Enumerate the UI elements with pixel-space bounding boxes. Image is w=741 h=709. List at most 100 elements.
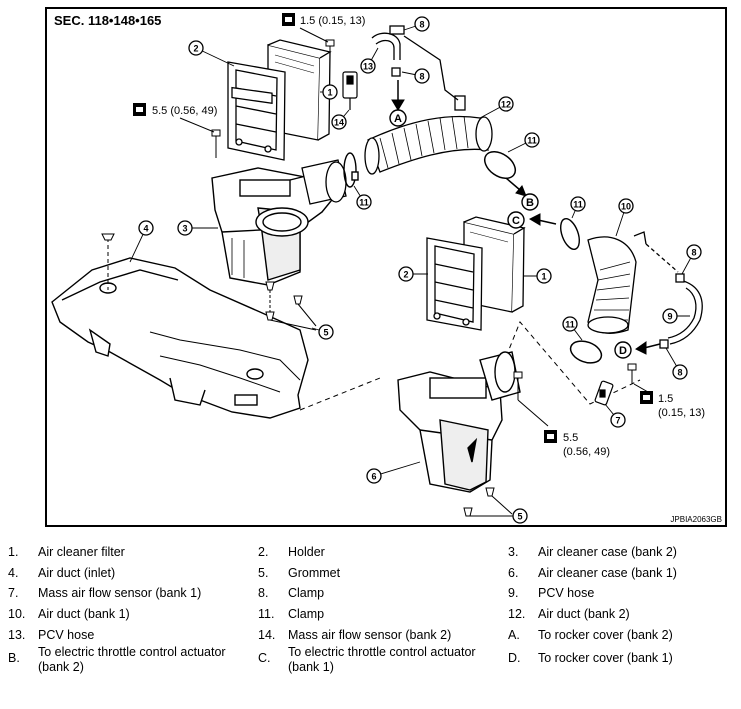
callout-12: 12 <box>479 96 514 119</box>
legend-text: Clamp <box>288 607 325 621</box>
legend-text: PCV hose <box>538 586 595 600</box>
legend-text: Air cleaner case (bank 1) <box>538 566 677 580</box>
legend-number: D. <box>508 651 521 665</box>
svg-text:1.5: 1.5 <box>658 393 673 405</box>
air-cleaner-case-bank2 <box>211 167 341 286</box>
svg-text:(0.56, 49): (0.56, 49) <box>563 446 610 458</box>
svg-text:11: 11 <box>573 200 583 210</box>
svg-text:1: 1 <box>327 88 332 98</box>
callout-1: 1 <box>320 84 338 100</box>
legend-text: PCV hose <box>38 628 95 642</box>
svg-text:A: A <box>394 113 402 125</box>
svg-text:5.5 (0.56, 49): 5.5 (0.56, 49) <box>152 105 217 117</box>
svg-text:2: 2 <box>403 270 408 280</box>
torque-spec-bottom: 5.5 (0.56, 49) <box>544 430 610 458</box>
callout-14: 14 <box>331 109 350 130</box>
clamp-near-c <box>560 218 580 250</box>
svg-text:10: 10 <box>621 202 631 212</box>
torque-spec-right: 1.5 (0.15, 13) <box>633 383 705 419</box>
legend-number: 2. <box>258 545 269 559</box>
callout-2: 2 <box>188 40 235 67</box>
svg-text:8: 8 <box>419 20 424 30</box>
callout-5: 5 <box>311 324 334 340</box>
air-duct-inlet <box>51 257 309 419</box>
legend-number: 4. <box>8 566 19 580</box>
legend-text: Air cleaner filter <box>38 545 125 559</box>
legend-text: Air duct (inlet) <box>38 566 116 580</box>
svg-text:3: 3 <box>182 224 187 234</box>
clamp-11-left <box>343 152 359 188</box>
route-letter-C: C <box>507 211 525 229</box>
svg-text:1: 1 <box>541 272 546 282</box>
legend-text-line: (bank 1) <box>288 660 334 674</box>
legend-text: Clamp <box>288 586 325 600</box>
callout-4: 4 <box>129 220 154 263</box>
callout-11: 11 <box>562 316 583 341</box>
bolt-top <box>325 39 335 64</box>
arrow-c <box>528 213 557 226</box>
mass-air-flow-sensor-bank1 <box>594 380 614 406</box>
holder-bank2 <box>227 61 286 161</box>
callout-2: 2 <box>398 266 428 282</box>
air-cleaner-case-bank1 <box>397 351 521 493</box>
svg-text:8: 8 <box>677 368 682 378</box>
grommets-lower <box>463 487 513 517</box>
torque-spec-left: 5.5 (0.56, 49) <box>133 103 217 133</box>
case-outlet-connector <box>301 159 347 205</box>
svg-text:2: 2 <box>193 44 198 54</box>
callout-8: 8 <box>681 244 702 275</box>
svg-text:5: 5 <box>323 328 328 338</box>
legend-text: Mass air flow sensor (bank 2) <box>288 628 452 642</box>
svg-text:5: 5 <box>517 512 522 522</box>
svg-text:13: 13 <box>363 62 373 72</box>
bolt-right <box>627 363 637 384</box>
section-title: SEC. 118•148•165 <box>54 13 161 28</box>
svg-text:1.5 (0.15, 13): 1.5 (0.15, 13) <box>300 15 365 27</box>
legend-text-line: To electric throttle control actuator <box>38 645 226 659</box>
callout-9: 9 <box>662 308 690 324</box>
holder-bank1 <box>426 237 483 331</box>
image-code: JPBIA2063GB <box>670 515 722 524</box>
callout-8: 8 <box>401 68 430 84</box>
legend-text-line: To electric throttle control actuator <box>288 645 476 659</box>
legend-number: C. <box>258 651 271 665</box>
svg-text:B: B <box>526 197 534 209</box>
arrow-d <box>635 341 661 355</box>
svg-text:12: 12 <box>501 100 511 110</box>
arrow-b <box>505 177 527 197</box>
svg-text:11: 11 <box>359 198 369 208</box>
callout-5: 5 <box>512 508 528 524</box>
legend-text: Mass air flow sensor (bank 1) <box>38 586 202 600</box>
svg-text:8: 8 <box>419 72 424 82</box>
callout-3: 3 <box>177 220 218 236</box>
legend-text: To rocker cover (bank 1) <box>538 651 673 665</box>
legend-text: Air duct (bank 2) <box>538 607 630 621</box>
callout-6: 6 <box>366 461 421 484</box>
callout-11: 11 <box>353 185 372 210</box>
legend-number: 5. <box>258 566 269 580</box>
svg-text:11: 11 <box>565 320 575 330</box>
parts-legend: 1. Air cleaner filter 2. Holder 3. Air cleane… <box>0 541 741 709</box>
air-duct-bank1 <box>587 231 647 334</box>
exploded-parts-diagram: SEC. 118•148•165 <box>45 7 727 527</box>
legend-number: 3. <box>508 545 519 559</box>
legend-number: 1. <box>8 545 19 559</box>
clamp-11-lower <box>569 340 603 364</box>
legend-text: Holder <box>288 545 325 559</box>
legend-text: To electric throttle control actuator(ba… <box>38 645 226 675</box>
legend-text: Grommet <box>288 566 341 580</box>
legend-number: 10. <box>8 607 26 621</box>
callout-8: 8 <box>403 16 430 32</box>
callout-11: 11 <box>570 196 586 219</box>
mass-air-flow-sensor-bank2 <box>342 71 358 110</box>
torque-spec-top: 1.5 (0.15, 13) <box>282 13 365 43</box>
legend-number: 12. <box>508 607 526 621</box>
svg-text:11: 11 <box>527 136 537 146</box>
callout-13: 13 <box>360 47 379 74</box>
clamp-11-right <box>483 150 517 180</box>
svg-text:6: 6 <box>371 472 376 482</box>
svg-text:C: C <box>512 215 520 227</box>
route-letter-B: B <box>521 193 539 211</box>
route-letter-D: D <box>614 341 632 359</box>
